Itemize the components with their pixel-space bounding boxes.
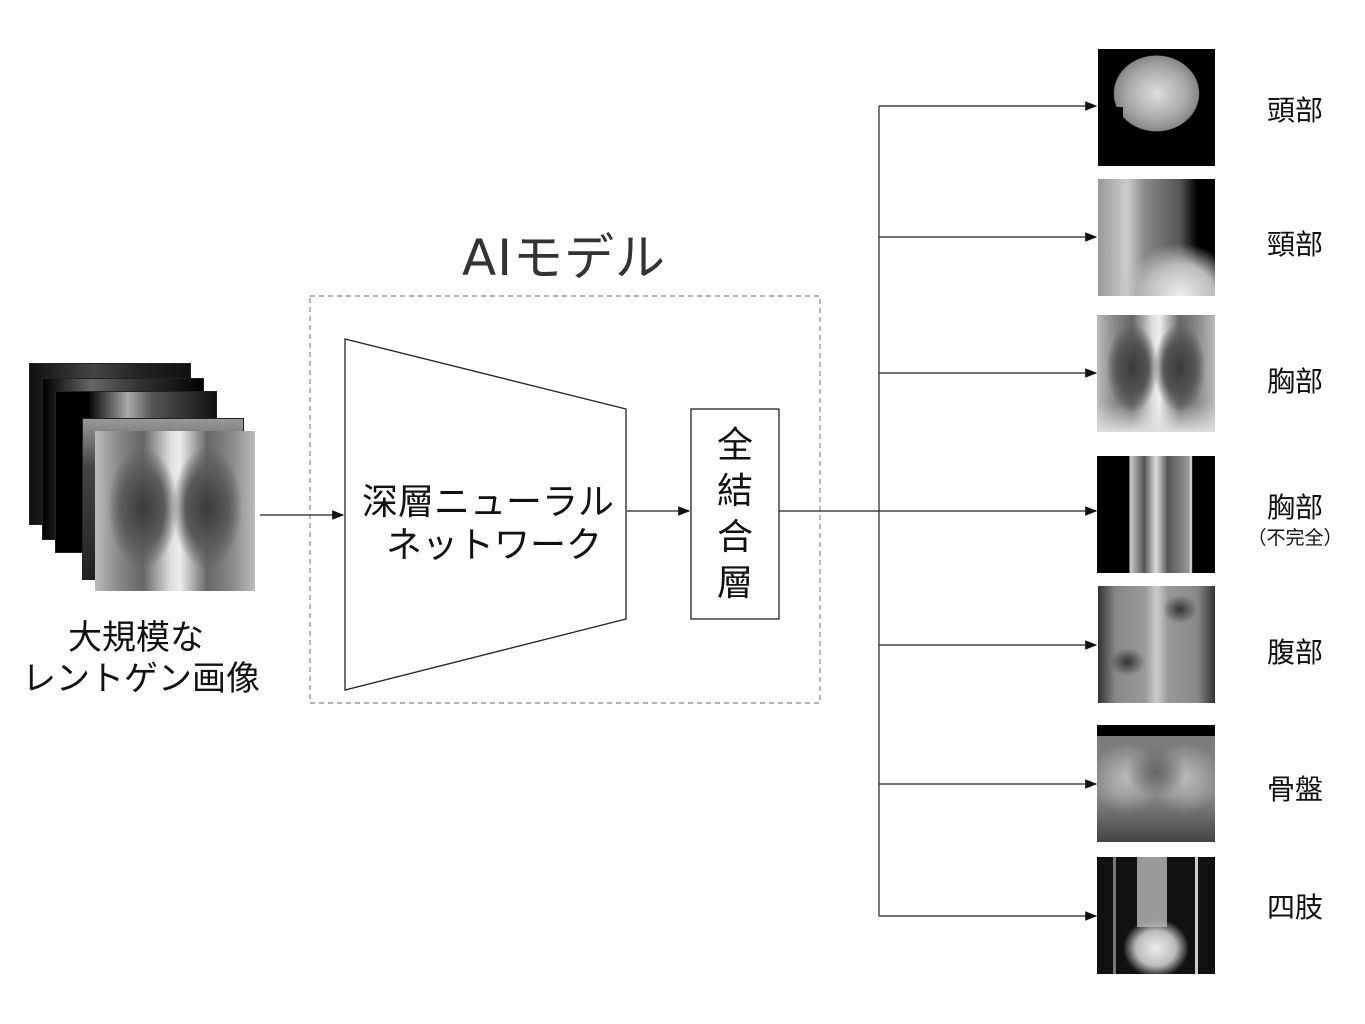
output-label-pelvis: 骨盤: [1266, 773, 1323, 806]
xray-neck: [1098, 179, 1215, 296]
input-label-line2: レントゲン画像: [22, 659, 260, 699]
fc-char-4: 層: [716, 563, 753, 604]
output-label-chest-incomplete: 胸部: [1266, 491, 1323, 524]
fc-char-1: 全: [716, 425, 753, 466]
dnn-label-line1: 深層ニューラル: [362, 482, 615, 523]
xray-head: [1098, 49, 1215, 166]
dnn-label-line2: ネットワーク: [386, 525, 603, 566]
output-label-chest: 胸部: [1266, 365, 1323, 398]
xray-chest-front: [95, 431, 255, 591]
output-label-head: 頭部: [1266, 94, 1323, 127]
xray-chest-incomplete: [1097, 456, 1215, 573]
ai-model-title: AIモデル: [462, 229, 666, 287]
output-label-neck: 頸部: [1266, 228, 1323, 261]
fc-layer-box: [690, 408, 780, 620]
output-sublabel-incomplete: （不完全）: [1247, 527, 1343, 549]
fc-layer-label: 全 結 合 層: [691, 423, 779, 607]
xray-limb: [1097, 857, 1215, 974]
fc-char-2: 結: [716, 471, 753, 512]
xray-chest: [1097, 315, 1215, 432]
output-label-limbs: 四肢: [1266, 891, 1323, 924]
fc-char-3: 合: [716, 517, 753, 558]
input-label-line1: 大規模な: [68, 618, 204, 658]
dnn-trapezoid: [344, 338, 627, 691]
xray-abdomen: [1098, 586, 1215, 703]
ai-model-box: [309, 295, 821, 704]
xray-pelvis: [1097, 725, 1215, 842]
output-label-abdomen: 腹部: [1266, 636, 1323, 669]
